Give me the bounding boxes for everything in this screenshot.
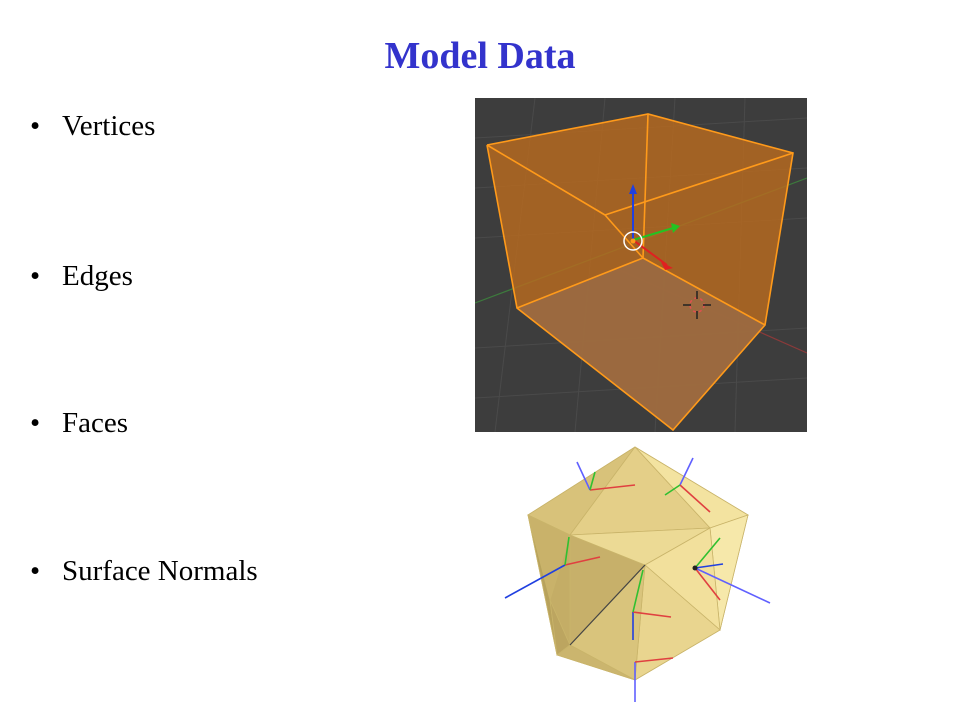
bullet-label: Surface Normals [62,555,258,587]
bullet-dot: • [30,110,41,142]
slide-title: Model Data [384,35,576,77]
bullet-label: Faces [62,407,129,439]
icosahedron-faces [527,446,749,681]
bullet-dot: • [30,555,41,587]
icosahedron-normals-image [504,446,771,702]
normal-origin-dot [692,565,698,571]
surface-normal-arrows [504,457,771,702]
bullet-surface-normals: • Surface Normals [30,555,258,588]
bullet-edges: • Edges [30,260,133,293]
shadow-edge [569,564,646,646]
bullet-label: Vertices [62,110,156,142]
bullet-vertices: • Vertices [30,110,155,143]
cube-edges [486,113,794,432]
bullet-faces: • Faces [30,407,128,440]
cube-bottom-face [517,258,765,430]
transform-gizmo [623,184,680,270]
bullet-dot: • [30,260,41,292]
3d-cursor-icon [683,291,711,319]
bullet-label: Edges [62,260,133,292]
bullet-dot: • [30,407,41,439]
cube-viewport-image [475,98,807,432]
